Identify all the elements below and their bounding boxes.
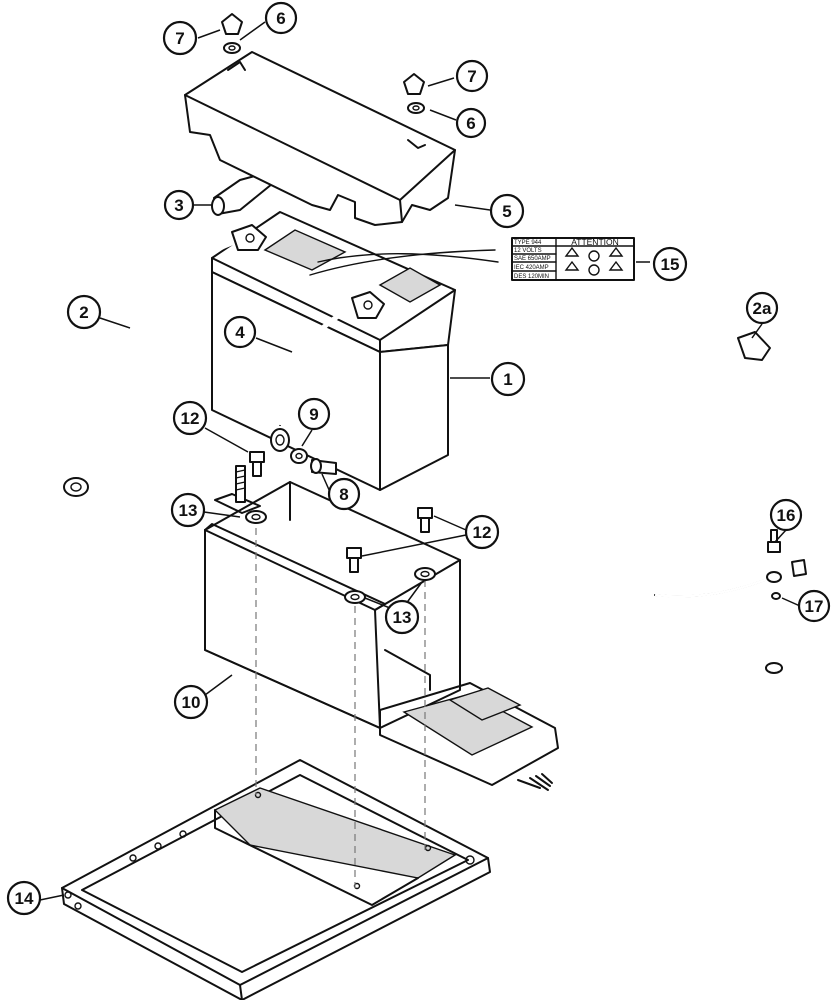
callout-6: 6: [455, 107, 487, 139]
svg-text:5: 5: [502, 202, 511, 221]
decal-header: ATTENTION: [571, 237, 619, 247]
decal-line: DES 120MIN: [514, 274, 549, 280]
callout-6: 6: [264, 1, 298, 35]
callout-16: 16: [769, 498, 803, 532]
callout-5: 5: [489, 193, 525, 229]
battery-tray-base: [61, 759, 491, 1000]
callout-14: 14: [6, 880, 42, 916]
svg-text:12: 12: [181, 409, 200, 428]
battery-cable-long: [63, 224, 267, 497]
callout-2: 2: [66, 294, 102, 330]
svg-text:2a: 2a: [753, 299, 772, 318]
part-callouts: 7 6 7 6 3 5 15 2 4 1 2a 12 9 8 13 12 16 …: [6, 1, 831, 916]
svg-text:3: 3: [174, 196, 183, 215]
callout-7: 7: [162, 20, 198, 56]
svg-text:10: 10: [182, 693, 201, 712]
svg-text:9: 9: [309, 405, 318, 424]
battery-box: [204, 481, 559, 791]
callout-7: 7: [455, 59, 489, 93]
battery-cable-short: [270, 291, 385, 475]
decal-line: TYPE 944: [514, 240, 542, 246]
svg-text:7: 7: [467, 67, 476, 86]
callout-10: 9: [297, 397, 331, 431]
warning-decal: ATTENTION TYPE 944 12 VOLTS SAE 650AMP I…: [511, 237, 635, 281]
callout-13: 13: [384, 599, 420, 635]
callout-4: 4: [223, 315, 257, 349]
battery-cover: [184, 51, 456, 226]
decal-line: SAE 650AMP: [514, 256, 551, 262]
svg-text:6: 6: [276, 9, 285, 28]
alignment-lines: [255, 528, 426, 888]
callout-13: 13: [170, 492, 206, 528]
svg-text:14: 14: [15, 889, 34, 908]
callout-1: 1: [490, 361, 526, 397]
svg-text:6: 6: [466, 114, 475, 133]
svg-text:8: 8: [339, 485, 348, 504]
svg-text:2: 2: [79, 303, 88, 322]
svg-text:12: 12: [473, 523, 492, 542]
box-fasteners: [235, 451, 436, 604]
decal-line: IEC 420AMP: [514, 265, 549, 271]
svg-text:4: 4: [235, 323, 245, 342]
cover-fasteners: [221, 13, 425, 114]
callout-3: 3: [163, 189, 195, 221]
callout-12: 12: [172, 400, 208, 436]
callout-15: 15: [652, 246, 688, 282]
decal-line: 12 VOLTS: [514, 248, 542, 254]
svg-text:16: 16: [777, 506, 796, 525]
callout-2a: 2a: [745, 291, 779, 325]
svg-text:7: 7: [175, 29, 184, 48]
svg-text:15: 15: [661, 255, 680, 274]
ground-cable-assembly: [599, 331, 807, 674]
callout-17: 17: [797, 589, 831, 623]
svg-text:13: 13: [179, 501, 198, 520]
svg-text:17: 17: [805, 597, 824, 616]
callout-8: 10: [173, 684, 209, 720]
callout-12: 12: [464, 514, 500, 550]
battery: [211, 211, 499, 491]
svg-text:1: 1: [503, 370, 512, 389]
callout-9: 8: [327, 477, 361, 511]
svg-text:13: 13: [393, 608, 412, 627]
